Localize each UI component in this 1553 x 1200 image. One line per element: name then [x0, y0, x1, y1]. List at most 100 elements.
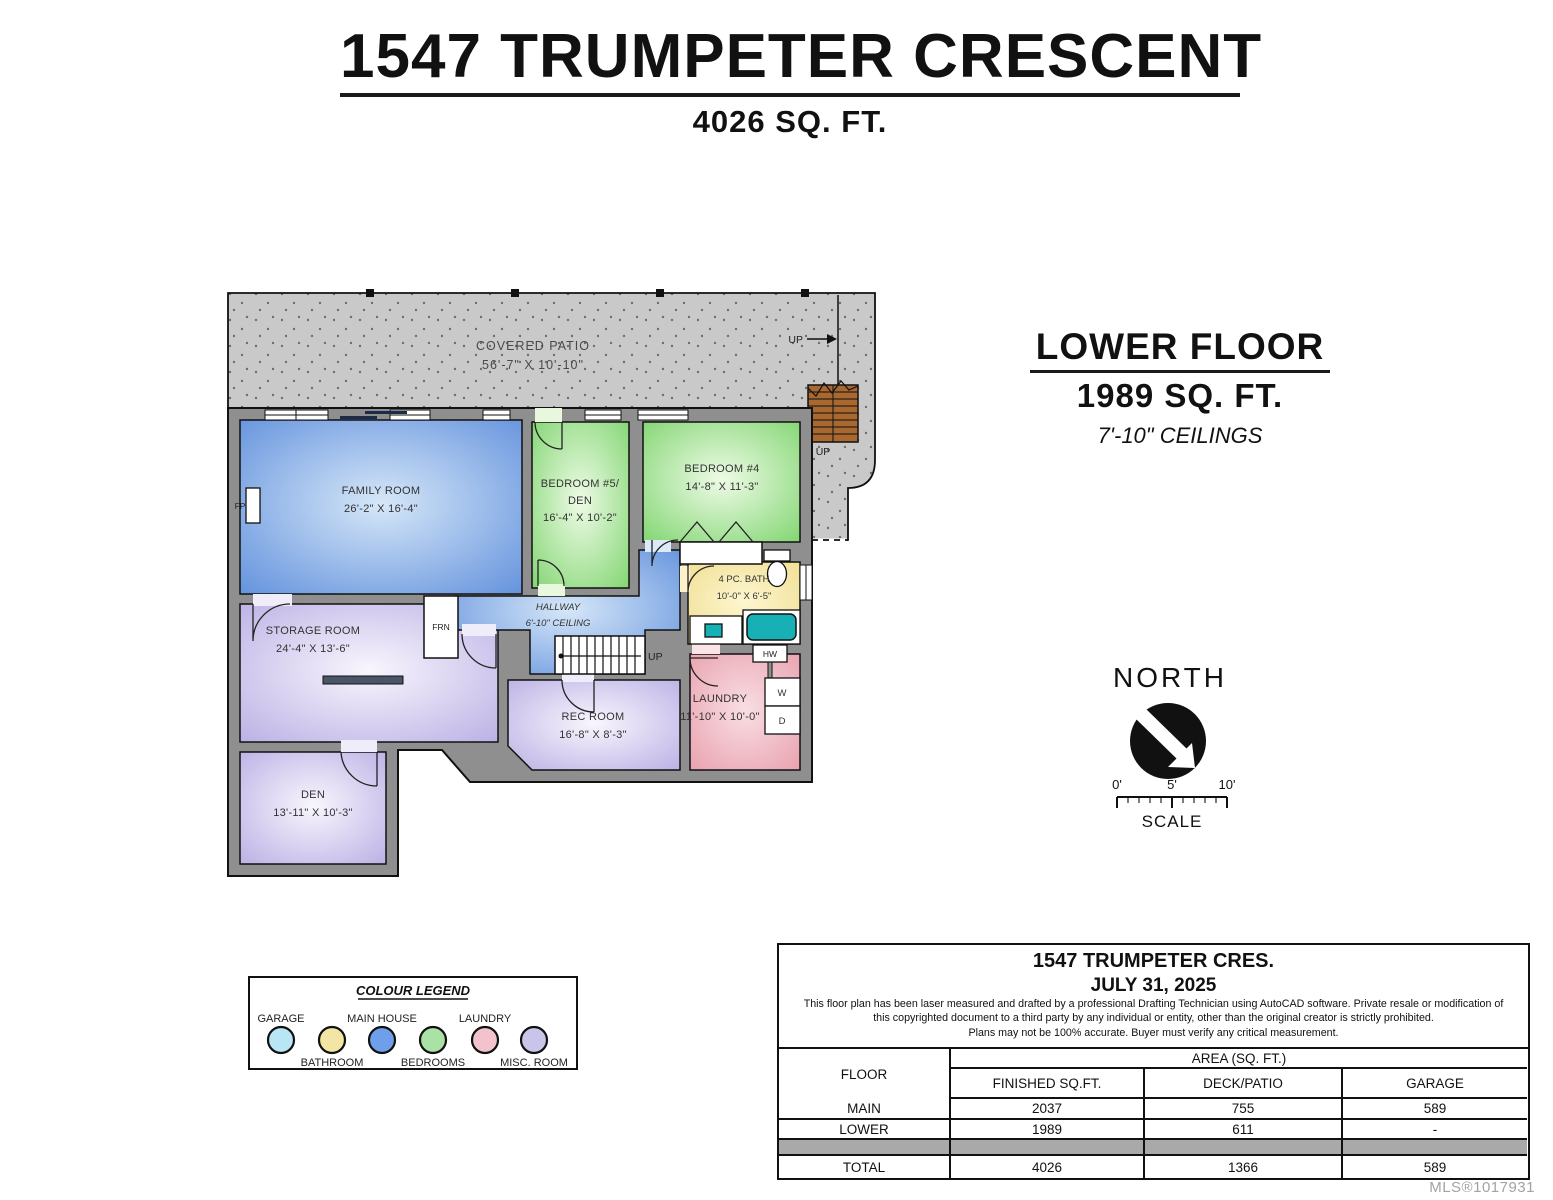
floor-ceilings: 7'-10" CEILINGS — [1097, 423, 1263, 448]
bed4-dims: 14'-8" X 11'-3" — [685, 481, 758, 493]
legend-swatch-main-house — [367, 1025, 397, 1055]
row-total-garage: 589 — [1343, 1156, 1527, 1179]
row-lower-floor: LOWER — [779, 1120, 951, 1141]
svg-text:FP: FP — [235, 501, 246, 511]
family-name: FAMILY ROOM — [342, 485, 421, 497]
row-lower-finished: 1989 — [951, 1120, 1145, 1141]
area-table-header: 1547 TRUMPETER CRES. JULY 31, 2025 This … — [779, 945, 1528, 1050]
patio-posts — [366, 289, 809, 297]
page-total-area: 4026 SQ. FT. — [692, 104, 888, 140]
scale-label: SCALE — [1142, 812, 1203, 831]
row-lower-garage: - — [1343, 1120, 1527, 1141]
storage-name: STORAGE ROOM — [266, 625, 360, 637]
svg-text:FRN: FRN — [432, 622, 449, 632]
vanity — [689, 615, 743, 645]
den-name: DEN — [301, 789, 325, 801]
svg-text:0': 0' — [1112, 777, 1122, 792]
room-family — [239, 419, 523, 595]
col-header-deck-patio: DECK/PATIO — [1145, 1069, 1343, 1100]
doors — [252, 408, 720, 787]
disclaimer-line-2: this copyrighted document to a third par… — [873, 1012, 1434, 1025]
patio-label: COVERED PATIO — [476, 339, 590, 353]
storage-counter — [322, 675, 404, 685]
svg-text:5': 5' — [1167, 777, 1177, 792]
sliding-door — [340, 411, 407, 419]
hallway-dims: 6'-10" CEILING — [526, 618, 591, 629]
bath-dims: 10'-0" X 6'-5" — [717, 591, 772, 602]
laundry-fixtures: HW W D — [752, 644, 801, 735]
row-main-finished: 2037 — [951, 1099, 1145, 1121]
legend-swatch-laundry — [470, 1025, 500, 1055]
north-compass-icon — [1130, 703, 1206, 779]
col-header-area: AREA (SQ. FT.) — [951, 1049, 1527, 1070]
stairs-up-label: UP — [648, 651, 663, 663]
row-spacer-finished — [951, 1140, 1145, 1157]
svg-text:UP: UP — [816, 446, 831, 458]
rec-name: REC ROOM — [562, 711, 625, 723]
svg-text:UP: UP — [788, 334, 803, 346]
row-main-garage: 589 — [1343, 1099, 1527, 1121]
floor-area: 1989 SQ. FT. — [1076, 377, 1284, 414]
bed5-name: BEDROOM #5/ — [541, 478, 620, 490]
room-bed4 — [642, 421, 801, 543]
covered-patio: COVERED PATIO 56'-7" X 10'-10" UP UP — [227, 289, 876, 542]
row-main-floor: MAIN — [779, 1099, 951, 1121]
floor-name: LOWER FLOOR — [1029, 326, 1331, 373]
hw-tank-label: HW — [763, 649, 777, 659]
disclaimer-line-3: Plans may not be 100% accurate. Buyer mu… — [968, 1026, 1339, 1039]
patio-dims: 56'-7" X 10'-10" — [482, 358, 584, 372]
north-label: NORTH — [1113, 662, 1227, 693]
legend-label-misc-room: MISC. ROOM — [500, 1057, 568, 1069]
row-spacer-deck — [1145, 1140, 1343, 1157]
row-spacer-floor — [779, 1140, 951, 1157]
legend-label-bedrooms: BEDROOMS — [401, 1057, 465, 1069]
scale-ticks: 0' 5' 10' SCALE — [1112, 777, 1235, 831]
bed5-dims: 16'-4" X 10'-2" — [543, 512, 617, 524]
washer-label: W — [778, 688, 787, 699]
legend-label-garage: GARAGE — [257, 1013, 304, 1025]
row-total-deck: 1366 — [1145, 1156, 1343, 1179]
compass-and-scale: NORTH 0' 5' 10' SCALE — [1112, 662, 1235, 831]
row-main-deck: 755 — [1145, 1099, 1343, 1121]
floor-plan-drawing: COVERED PATIO 56'-7" X 10'-10" UP UP — [227, 289, 876, 877]
table-address: 1547 TRUMPETER CRES. — [1032, 950, 1275, 972]
legend-swatch-garage — [266, 1025, 296, 1055]
legend-items: GARAGE BATHROOM MAIN HOUSE BEDROOMS LAUN… — [257, 1013, 567, 1069]
sink — [704, 623, 723, 638]
scale-bar — [1116, 796, 1228, 808]
room-rec — [507, 679, 681, 771]
page-header: 1547 TRUMPETER CRESCENT 4026 SQ. FT. — [340, 24, 1261, 140]
legend-swatch-misc-room — [519, 1025, 549, 1055]
col-header-finished: FINISHED SQ.FT. — [951, 1069, 1145, 1100]
room-labels: FAMILY ROOM 26'-2" X 16'-4" BEDROOM #5/ … — [266, 463, 772, 819]
col-header-floor: FLOOR — [779, 1049, 951, 1100]
family-dims: 26'-2" X 16'-4" — [344, 503, 418, 515]
bed5-name2: DEN — [568, 495, 592, 507]
row-total-finished: 4026 — [951, 1156, 1145, 1179]
toilet — [763, 549, 791, 588]
disclaimer-line-1: This floor plan has been laser measured … — [803, 998, 1504, 1010]
area-table-grid: FLOOR AREA (SQ. FT.) FINISHED SQ.FT. DEC… — [779, 1049, 1528, 1179]
col-header-garage: GARAGE — [1343, 1069, 1527, 1100]
legend-label-main-house: MAIN HOUSE — [347, 1013, 417, 1025]
interior-stairs: UP — [554, 635, 663, 675]
windows — [264, 409, 813, 601]
exterior-stairs: UP — [807, 380, 859, 458]
hallway-name: HALLWAY — [536, 602, 581, 613]
bed4-name: BEDROOM #4 — [684, 463, 759, 475]
laundry-name: LAUNDRY — [693, 693, 748, 705]
area-table: 1547 TRUMPETER CRES. JULY 31, 2025 This … — [777, 943, 1530, 1181]
svg-text:10': 10' — [1219, 777, 1236, 792]
mls-number: MLS®1017931 — [1429, 1179, 1535, 1196]
den-dims: 13'-11" X 10'-3" — [273, 807, 353, 819]
legend-label-bathroom: BATHROOM — [301, 1057, 364, 1069]
colour-legend: COLOUR LEGEND GARAGE BATHROOM MAIN HOUSE… — [248, 976, 578, 1070]
legend-swatch-bedrooms — [418, 1025, 448, 1055]
laundry-dims: 11'-10" X 10'-0" — [680, 711, 760, 723]
table-date: JULY 31, 2025 — [1090, 975, 1217, 996]
furnace-closet: FRN — [423, 595, 459, 659]
legend-swatch-bathroom — [317, 1025, 347, 1055]
floor-header: LOWER FLOOR 1989 SQ. FT. 7'-10" CEILINGS — [1020, 326, 1340, 449]
bath-name: 4 PC. BATH — [718, 574, 769, 585]
row-total-floor: TOTAL — [779, 1156, 951, 1179]
